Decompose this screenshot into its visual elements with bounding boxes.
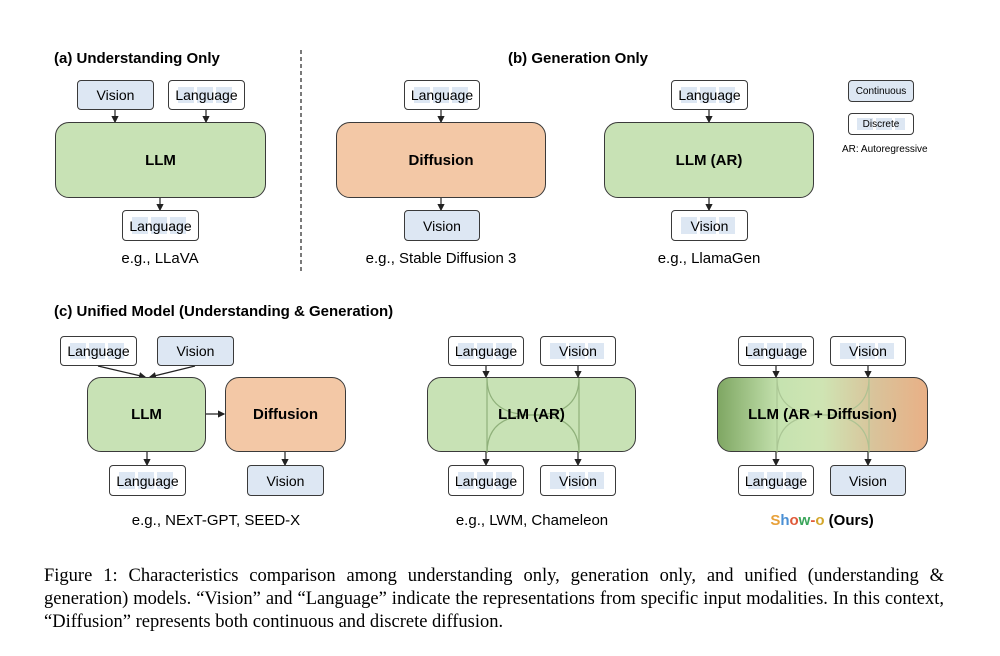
showo-letter: w bbox=[798, 512, 811, 529]
a-example: e.g., LLaVA bbox=[121, 250, 199, 267]
legend-continuous: Continuous bbox=[848, 80, 914, 102]
c-right-language-output: Language bbox=[738, 465, 814, 496]
showo-letter: S bbox=[770, 512, 781, 529]
c-mid-llm-ar-block: LLM (AR) bbox=[427, 377, 636, 453]
showo-letter: h bbox=[780, 512, 790, 529]
section-b-title: (b) Generation Only bbox=[508, 50, 649, 67]
c-mid-language-input: Language bbox=[448, 336, 524, 366]
legend-discrete: Discrete bbox=[848, 113, 914, 135]
legend-note: AR: Autoregressive bbox=[842, 144, 928, 155]
c-mid-language-output: Language bbox=[448, 465, 524, 496]
c-mid-example: e.g., LWM, Chameleon bbox=[455, 512, 609, 529]
c-right-vision-output: Vision bbox=[830, 465, 906, 496]
b-right-vision-output: Vision bbox=[671, 210, 748, 241]
showo-suffix: (Ours) bbox=[824, 512, 874, 529]
c-left-example: e.g., NExT-GPT, SEED-X bbox=[131, 512, 301, 529]
b-left-example: e.g., Stable Diffusion 3 bbox=[365, 250, 517, 267]
c-right-language-input: Language bbox=[738, 336, 814, 366]
showo-letter: o bbox=[789, 512, 799, 529]
c-left-language-output: Language bbox=[109, 465, 186, 496]
showo-letter: o bbox=[815, 512, 825, 529]
b-left-vision-output: Vision bbox=[404, 210, 480, 241]
b-llm-ar-block: LLM (AR) bbox=[604, 122, 814, 198]
c-right-attention-curves bbox=[776, 378, 870, 453]
c-right-llm-ar-diffusion-block: LLM (AR + Diffusion) bbox=[717, 377, 928, 453]
b-left-language-input: Language bbox=[404, 80, 480, 110]
b-diffusion-block: Diffusion bbox=[336, 122, 546, 198]
section-a-title: (a) Understanding Only bbox=[54, 50, 220, 67]
c-left-diffusion-block: Diffusion bbox=[225, 377, 346, 452]
a-language-output: Language bbox=[122, 210, 199, 241]
c-right-vision-input: Vision bbox=[830, 336, 906, 366]
figure-caption: Figure 1: Characteristics comparison amo… bbox=[44, 566, 944, 632]
a-vision-input: Vision bbox=[77, 80, 154, 110]
b-right-language-input: Language bbox=[671, 80, 748, 110]
c-left-language-input: Language bbox=[60, 336, 137, 366]
section-c-title: (c) Unified Model (Understanding & Gener… bbox=[54, 303, 394, 320]
a-llm-block: LLM bbox=[55, 122, 266, 198]
showo-letter: - bbox=[810, 512, 816, 529]
c-mid-vision-input: Vision bbox=[540, 336, 616, 366]
c-left-vision-input: Vision bbox=[157, 336, 234, 366]
c-mid-ar-attention-curves bbox=[486, 378, 580, 453]
c-right-example: Show-o (Ours) bbox=[722, 512, 922, 529]
b-right-example: e.g., LlamaGen bbox=[657, 250, 761, 267]
c-left-vision-output: Vision bbox=[247, 465, 324, 496]
c-mid-vision-output: Vision bbox=[540, 465, 616, 496]
c-left-llm-block: LLM bbox=[87, 377, 206, 452]
a-language-input: Language bbox=[168, 80, 245, 110]
